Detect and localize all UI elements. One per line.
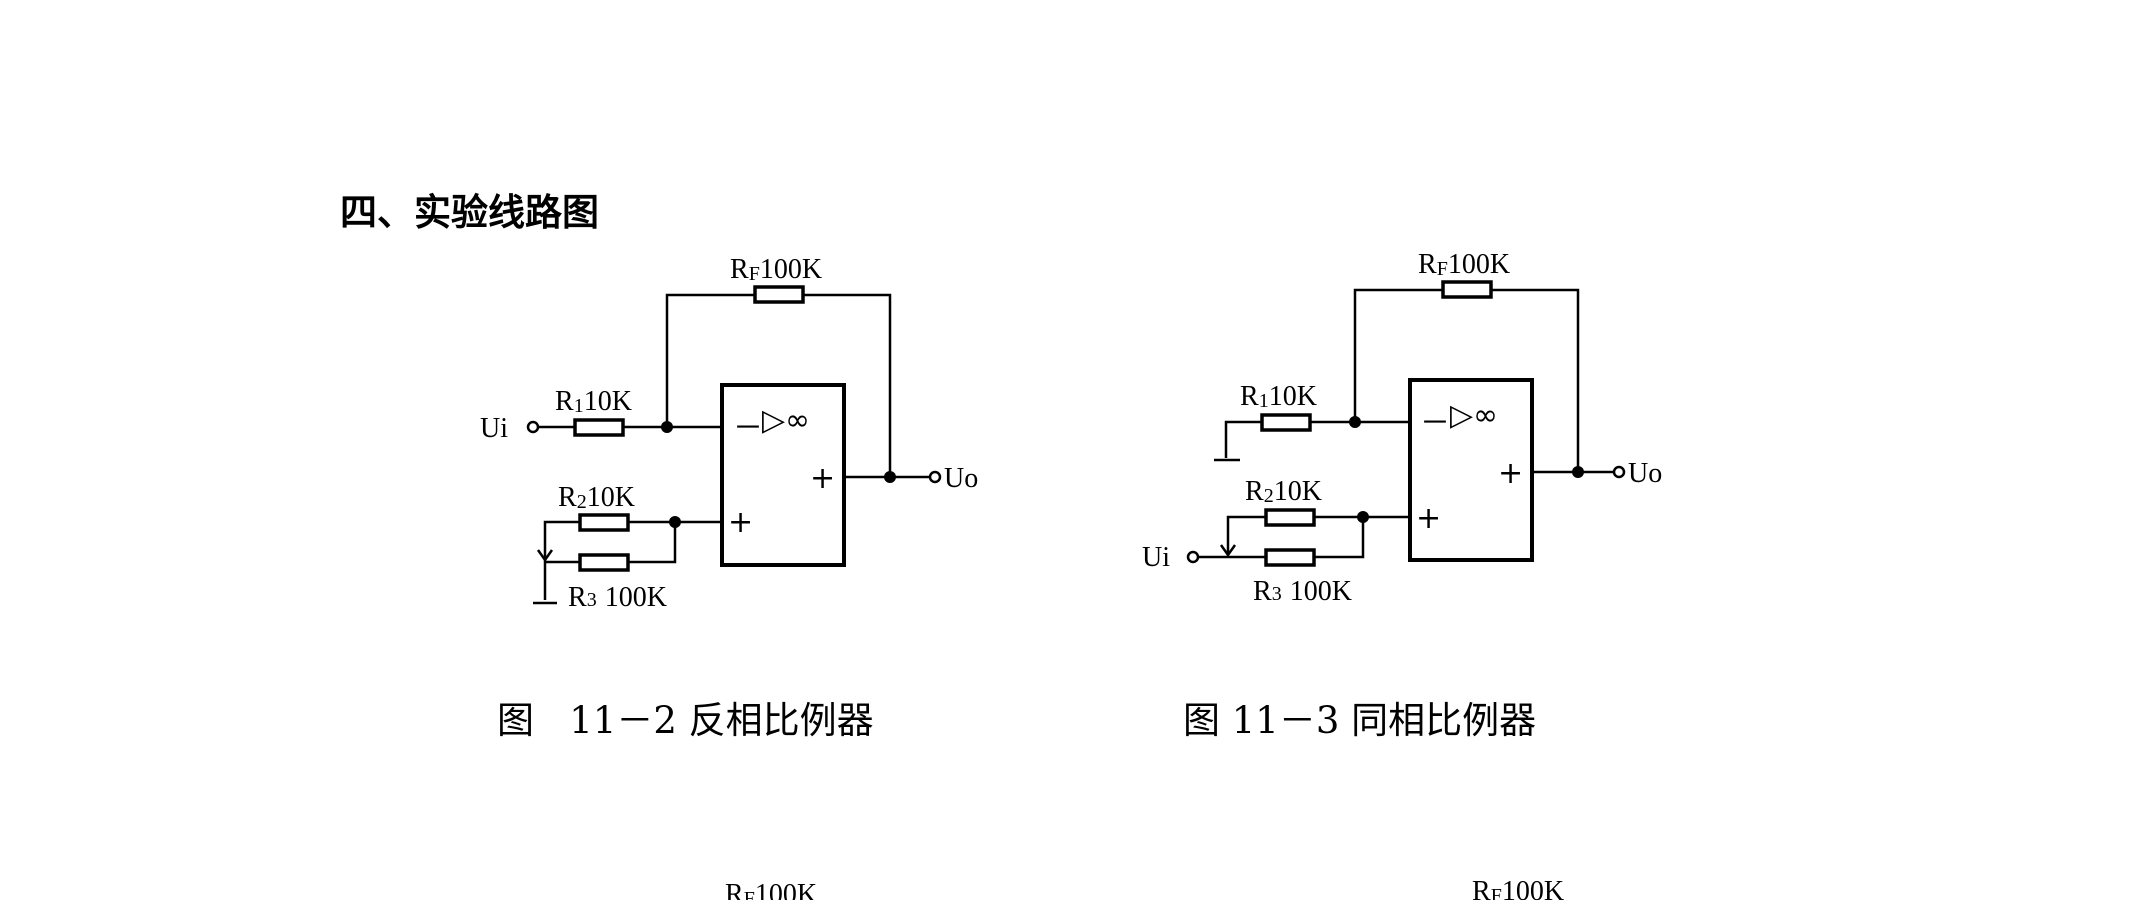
r3-resistor [1264,548,1316,567]
r2-branch-wire [543,520,675,600]
output-label: Uo [1628,458,1662,489]
junction-dot [884,471,896,483]
rf-resistor [1441,280,1493,299]
rf-resistor [753,285,805,304]
r1-label: R110K [555,386,632,417]
next-left-rf-label: RF100K [725,879,817,900]
input-terminal [1186,550,1200,564]
junction-mark [536,549,554,563]
caption-figure-11-2: 图 11－2 反相比例器 [497,699,874,742]
op-amp-body [720,383,846,567]
junction-dot [1349,416,1361,428]
r1-resistor [1260,413,1312,432]
r2-branch-wire [1226,515,1363,555]
input-label: Ui [1142,542,1170,573]
section-title: 四、实验线路图 [340,191,599,234]
op-amp-symbol: ▷∞ [762,403,810,438]
output-terminal [928,470,942,484]
r2-resistor [1264,508,1316,527]
r2-label: R210K [1245,476,1322,507]
rf-label: RF100K [730,254,822,285]
r1-label: R110K [1240,381,1317,412]
r1-wire [1224,420,1410,458]
op-amp-symbol: ▷∞ [1450,398,1498,433]
junction-dot [661,421,673,433]
rf-label: RF100K [1418,249,1510,280]
junction-mark [1219,544,1237,558]
op-amp-plus-output: + [1498,456,1523,491]
op-amp-body [1408,378,1534,562]
input-terminal [526,420,540,434]
junction-dot [1572,466,1584,478]
output-terminal [1612,465,1626,479]
r3-resistor [578,553,630,572]
output-label: Uo [944,463,978,494]
r2-label: R210K [558,482,635,513]
caption-figure-11-3: 图 11－3 同相比例器 [1183,699,1537,742]
next-right-rf-label: RF100K [1472,876,1564,900]
op-amp-minus: － [1420,406,1450,441]
op-amp-plus-input: + [1416,501,1441,536]
op-amp-plus-output: + [810,461,835,496]
input-label: Ui [480,413,508,444]
op-amp-plus-input: + [728,505,753,540]
r1-resistor [573,418,625,437]
r2-resistor [578,513,630,532]
op-amp-minus: － [733,411,763,446]
